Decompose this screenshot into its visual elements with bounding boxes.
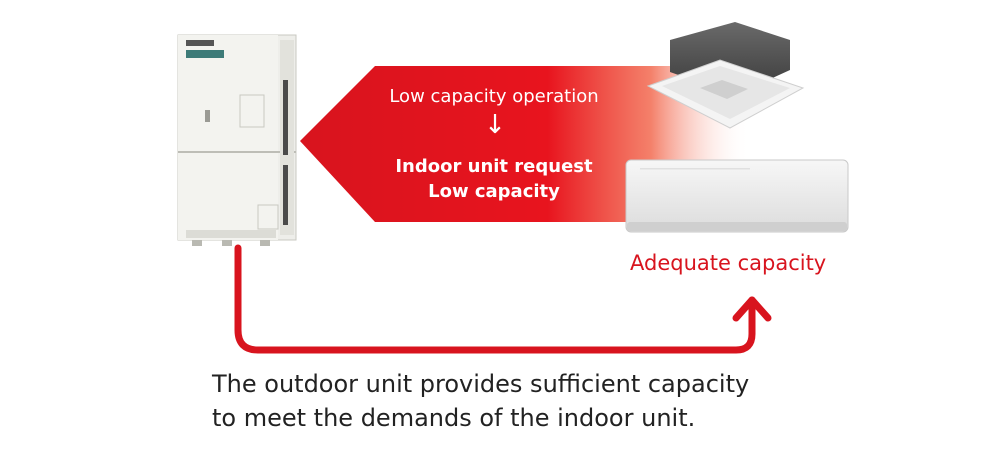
outdoor-unit-icon xyxy=(177,34,297,246)
ceiling-cassette-icon xyxy=(646,22,805,129)
adequate-capacity-label: Adequate capacity xyxy=(630,251,827,275)
caption-line2: to meet the demands of the indoor unit. xyxy=(212,404,696,432)
down-arrow-icon: ↓ xyxy=(484,110,506,140)
caption-line1: The outdoor unit provides sufficient cap… xyxy=(212,370,750,398)
refrigerant-pipe xyxy=(234,244,756,354)
request-label-line2: Low capacity xyxy=(428,181,560,202)
operation-label: Low capacity operation xyxy=(389,86,599,107)
pipe-arrowhead xyxy=(732,296,772,322)
request-label-line1: Indoor unit request xyxy=(395,156,593,177)
wall-mounted-unit-icon xyxy=(625,159,849,233)
